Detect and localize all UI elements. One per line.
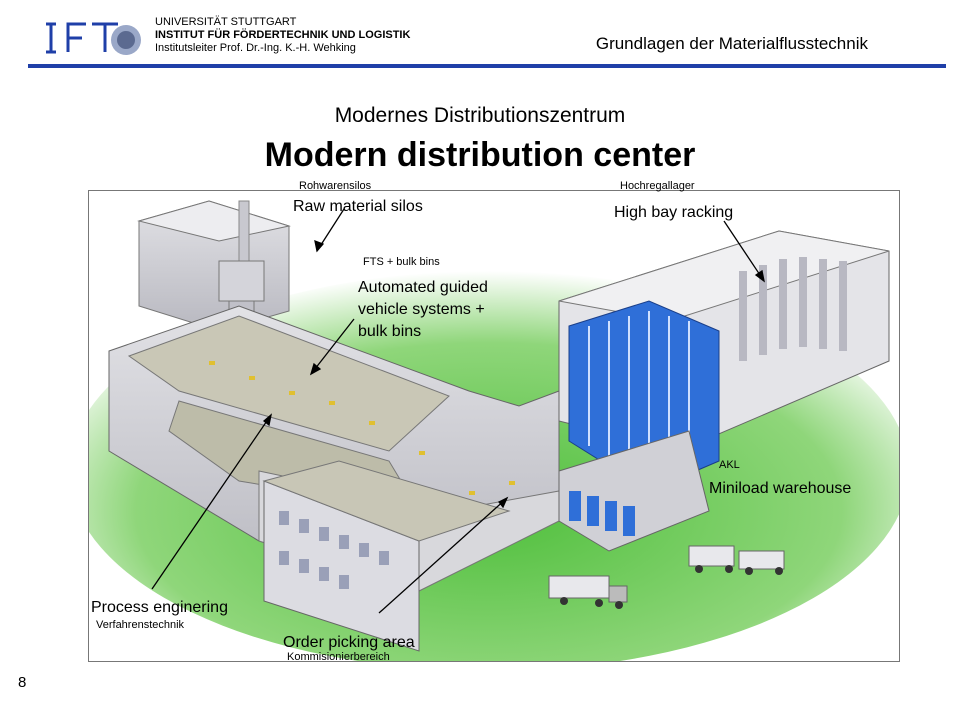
course-title: Grundlagen der Materialflusstechnik — [595, 34, 868, 53]
university-name: UNIVERSITÄT STUTTGART — [155, 16, 297, 28]
label-silos-de: Rohwarensilos — [299, 180, 372, 192]
label-fts-en-2: vehicle systems + — [358, 301, 485, 318]
ift-logo — [38, 14, 146, 60]
institute-block: UNIVERSITÄT STUTTGART INSTITUT FÜR FÖRDE… — [155, 16, 410, 55]
front-extension — [262, 460, 511, 652]
label-fts-en-3: bulk bins — [358, 323, 422, 340]
label-akl-de: AKL — [719, 459, 740, 471]
miniload-area — [558, 430, 710, 552]
truck-2 — [548, 575, 628, 609]
label-akl-en: Miniload warehouse — [709, 480, 852, 497]
label-picking-en: Order picking area — [283, 634, 415, 651]
silo-building — [137, 200, 291, 332]
label-silos-en: Raw material silos — [293, 198, 423, 215]
label-highbay-de: Hochregallager — [620, 180, 695, 192]
label-process-en: Process enginering — [91, 599, 228, 616]
label-process-de: Verfahrenstechnik — [96, 619, 185, 631]
header-rule — [28, 64, 946, 68]
slide-title-de: Modernes Distributionszentrum — [334, 104, 626, 127]
truck-1 — [688, 545, 785, 575]
label-fts-de: FTS + bulk bins — [363, 256, 440, 268]
callout-lines — [151, 208, 765, 614]
page-number: 8 — [18, 674, 27, 691]
institute-name: INSTITUT FÜR FÖRDERTECHNIK UND LOGISTIK — [155, 29, 411, 41]
label-picking-de: Kommisionierbereich — [287, 651, 390, 663]
slide-title-en: Modern distribution center — [264, 136, 696, 174]
label-fts-en-1: Automated guided — [358, 279, 488, 296]
distribution-center-illustration — [88, 190, 900, 662]
label-highbay-en: High bay racking — [614, 204, 734, 221]
institute-director: Institutsleiter Prof. Dr.-Ing. K.-H. Weh… — [155, 42, 356, 54]
